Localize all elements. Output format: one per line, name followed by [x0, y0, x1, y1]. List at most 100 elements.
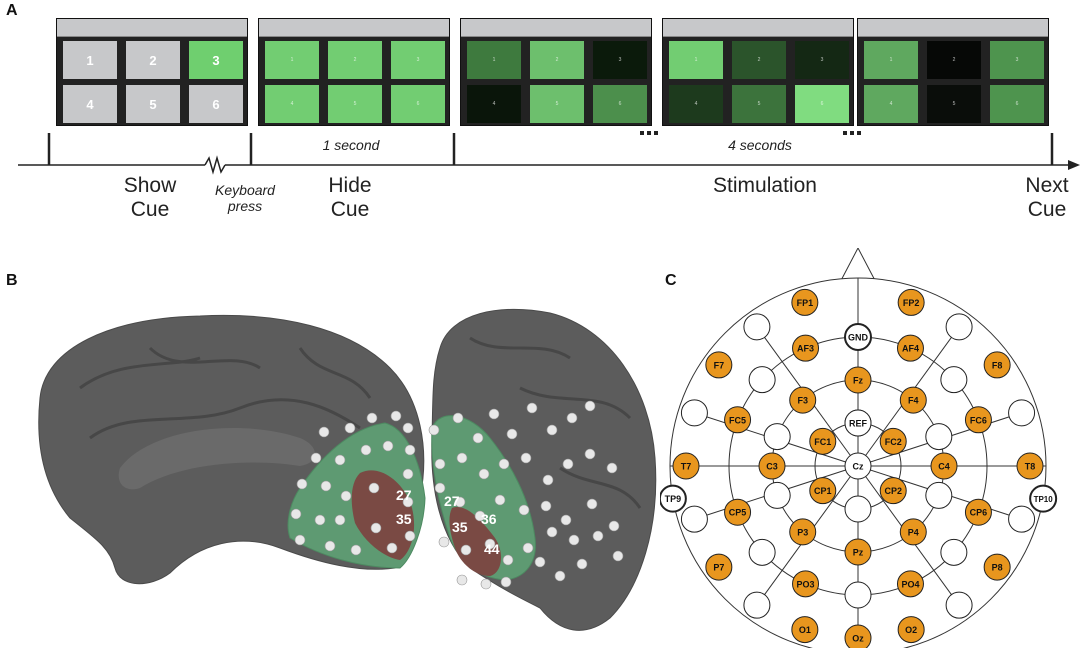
electrode-dot [576, 558, 588, 570]
electrode-dot [488, 408, 500, 420]
electrode-circle [896, 570, 924, 598]
grid-cell-6: 6 [189, 85, 243, 123]
electrode-fc1: FC1 [809, 427, 837, 455]
electrode-af3: AF3 [792, 334, 820, 362]
grid-cell-3: 3 [795, 41, 849, 79]
electrode-circle [763, 423, 791, 451]
electrode-unlabeled [743, 313, 771, 341]
electrode-circle [705, 351, 733, 379]
ellipsis-right [843, 131, 861, 135]
electrode-circle [844, 409, 872, 437]
electrode-circle [1008, 399, 1036, 427]
electrode-label: Oz [852, 634, 864, 644]
electrode-unlabeled [680, 505, 708, 533]
electrode-dot [606, 462, 618, 474]
electrode-fp2: FP2 [897, 288, 925, 316]
grid-cell-4: 4 [864, 85, 918, 123]
electrode-dot [386, 542, 398, 554]
electrode-circle [844, 495, 872, 523]
grid-cell-3: 3 [593, 41, 647, 79]
right-red-region [449, 507, 502, 576]
electrode-circle [1008, 505, 1036, 533]
electrode-dot [434, 458, 446, 470]
right-label-36: 36 [481, 511, 497, 527]
right-label-35: 35 [452, 519, 468, 535]
electrode-label: Cz [853, 462, 864, 472]
four-seconds-label: 4 seconds [728, 137, 792, 153]
electrode-circle [1016, 452, 1044, 480]
electrode-circle [896, 334, 924, 362]
electrode-dot [402, 422, 414, 434]
electrode-cp6: CP6 [964, 498, 992, 526]
ellipsis-left [640, 131, 658, 135]
electrode-unlabeled [680, 399, 708, 427]
electrode-unlabeled [925, 423, 953, 451]
electrode-dot [526, 402, 538, 414]
electrode-circle [925, 423, 953, 451]
electrode-o2: O2 [897, 616, 925, 644]
grid-cell-2: 2 [732, 41, 786, 79]
electrode-oz: Oz [844, 624, 872, 648]
electrode-circle [791, 288, 819, 316]
electrode-circle [748, 538, 776, 566]
electrode-label: CP2 [884, 486, 902, 496]
electrode-dot [370, 522, 382, 534]
left-gyri [79, 346, 372, 440]
screen-title-bar [461, 19, 651, 37]
electrode-circle [844, 452, 872, 480]
electrode-label: GND [848, 333, 869, 343]
grid-cell-5: 5 [530, 85, 584, 123]
electrode-o1: O1 [791, 616, 819, 644]
grid-cell-4: 4 [63, 85, 117, 123]
electrode-dot [494, 494, 506, 506]
electrode-circle [680, 505, 708, 533]
electrode-tp10: TP10 [1029, 484, 1058, 513]
grid-cell-6: 6 [795, 85, 849, 123]
electrode-unlabeled [763, 481, 791, 509]
electrode-label: FP2 [903, 298, 920, 308]
electrode-label: PO3 [797, 579, 815, 589]
electrode-dot [434, 482, 446, 494]
electrode-circle [809, 477, 837, 505]
grid-cell-6: 6 [391, 85, 445, 123]
electrode-dot [500, 576, 512, 588]
electrode-circle [789, 518, 817, 546]
electrode-circle [743, 313, 771, 341]
electrode-label: P4 [908, 527, 919, 537]
left-label-35: 35 [396, 511, 412, 527]
grid-cell-2: 2 [126, 41, 180, 79]
electrode-label: Fz [853, 376, 863, 386]
electrode-dot [480, 578, 492, 590]
electrode-unlabeled [743, 591, 771, 619]
electrode-dot [478, 468, 490, 480]
electrode-label: PO4 [901, 579, 919, 589]
electrode-circle [897, 616, 925, 644]
stimulation-label: Stimulation [713, 174, 817, 197]
electrode-circle [940, 366, 968, 394]
electrode-dot [592, 530, 604, 542]
electrode-circle [792, 334, 820, 362]
brain-figure: 27 35 27 35 36 44 [38, 308, 657, 631]
grid-cell-1: 1 [63, 41, 117, 79]
electrode-circle [660, 484, 687, 513]
electrode-dot [320, 480, 332, 492]
electrode-p4: P4 [899, 518, 927, 546]
left-red-region [351, 470, 415, 560]
electrode-circle [705, 553, 733, 581]
electrode-cz: Cz [844, 452, 872, 480]
electrode-label: REF [849, 419, 868, 429]
panel-letter-c: C [665, 272, 677, 289]
electrode-circle [930, 452, 958, 480]
electrode-label: FC5 [729, 415, 746, 425]
grid-cell-5: 5 [732, 85, 786, 123]
timeline-arrowhead [1068, 160, 1080, 170]
electrode-circle [925, 481, 953, 509]
grid-cell-3: 3 [189, 41, 243, 79]
electrode-dot [554, 570, 566, 582]
electrode-dot [438, 536, 450, 548]
electrode-dot [542, 474, 554, 486]
left-label-27: 27 [396, 487, 412, 503]
